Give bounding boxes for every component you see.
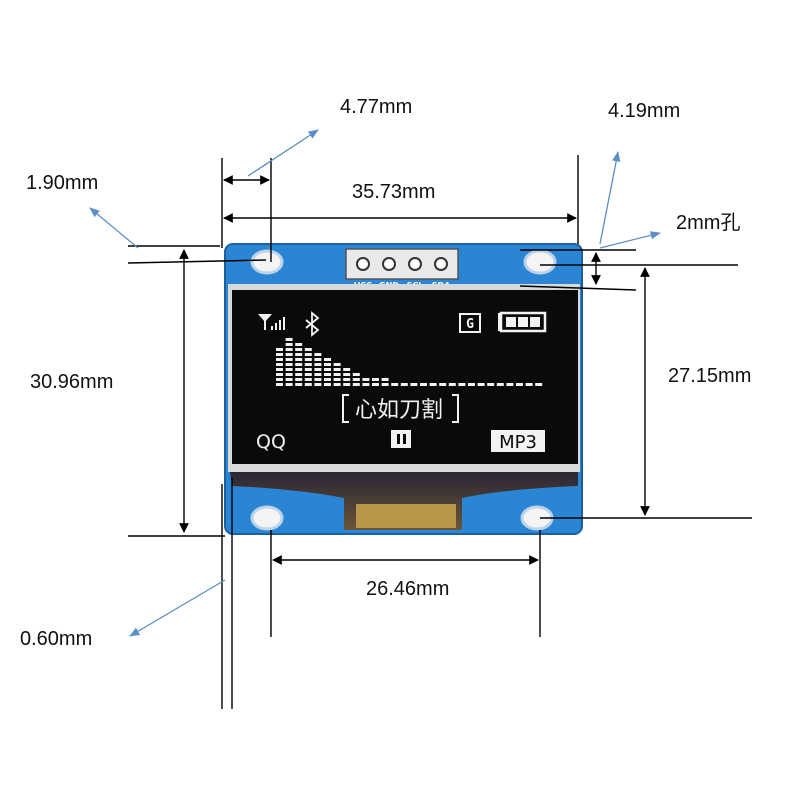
equalizer-bar <box>516 383 523 386</box>
dim-hole-offset-right: 4.19mm <box>608 100 681 122</box>
screen-label-mp3: MP3 <box>499 432 537 453</box>
dim-hole-diameter: 2mm孔 <box>676 212 741 234</box>
equalizer-bar <box>333 363 341 386</box>
dimension-lines <box>127 155 752 709</box>
header-pin-sda <box>434 257 448 271</box>
bluetooth-icon <box>305 311 320 337</box>
equalizer-bar <box>381 378 389 386</box>
header-pins <box>356 257 448 271</box>
dim-total-width: 35.73mm <box>352 181 436 203</box>
equalizer-bar <box>429 383 437 386</box>
header-pin-scl <box>408 257 422 271</box>
equalizer-bar <box>477 383 485 386</box>
header-pin-gnd <box>382 257 396 271</box>
dim-total-height: 30.96mm <box>30 371 114 393</box>
equalizer-bar <box>362 378 370 386</box>
mp3-label-box <box>491 430 545 452</box>
equalizer-bar <box>295 343 303 386</box>
center-text: 心如刀割 <box>355 398 443 423</box>
equalizer-bar <box>439 383 447 386</box>
equalizer-bar <box>324 358 331 386</box>
pause-icon <box>391 430 411 448</box>
screen-label-qq: QQ <box>256 431 286 453</box>
leader-arrows <box>89 129 662 637</box>
mounting-hole-top-left <box>250 249 284 275</box>
g-icon: G <box>459 313 481 333</box>
signal-icon <box>258 314 285 330</box>
equalizer-bar <box>487 383 495 386</box>
battery-icon <box>498 311 547 333</box>
mounting-hole-bottom-left <box>250 505 284 531</box>
equalizer-bar <box>285 338 293 386</box>
mounting-hole-top-right <box>523 249 557 275</box>
header-pin-vcc <box>356 257 370 271</box>
equalizer-bar <box>400 383 408 386</box>
dim-hole-spacing-h: 26.46mm <box>366 578 450 600</box>
center-text-brackets <box>342 394 459 423</box>
dim-hole-offset-y: 1.90mm <box>26 172 99 194</box>
flex-cable <box>230 472 578 530</box>
equalizer-bar <box>468 383 475 386</box>
equalizer-bars <box>276 338 543 386</box>
equalizer-bar <box>525 383 533 386</box>
equalizer-bar <box>506 383 514 386</box>
equalizer-bar <box>448 383 456 386</box>
equalizer-bar <box>420 383 427 386</box>
dim-hole-spacing-v: 27.15mm <box>668 365 752 387</box>
svg-text:G: G <box>466 317 474 332</box>
flex-connector <box>356 504 456 528</box>
equalizer-bar <box>276 348 283 386</box>
equalizer-bar <box>304 348 312 386</box>
equalizer-bar <box>343 368 351 386</box>
dim-board-edge: 0.60mm <box>20 628 93 650</box>
equalizer-bar <box>458 383 466 386</box>
equalizer-bar <box>391 383 399 386</box>
equalizer-bar <box>314 353 322 386</box>
equalizer-bar <box>352 373 360 386</box>
equalizer-bar <box>372 378 379 386</box>
equalizer-bar <box>535 383 543 386</box>
dim-hole-offset-x: 4.77mm <box>340 96 413 118</box>
equalizer-bar <box>496 383 504 386</box>
equalizer-bar <box>410 383 418 386</box>
